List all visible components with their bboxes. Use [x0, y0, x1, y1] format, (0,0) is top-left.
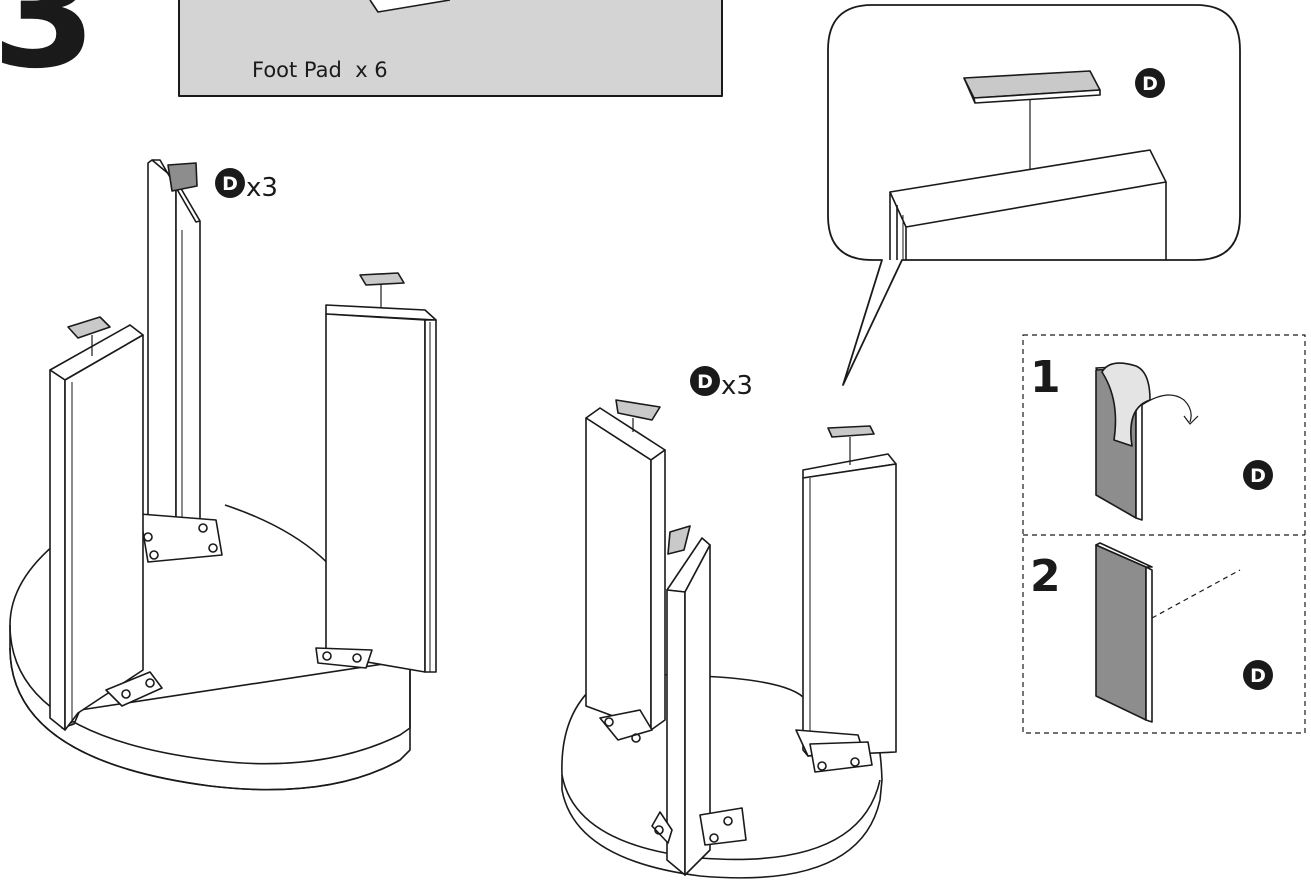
parts-box: Foot Pad x 6 [178, 0, 723, 97]
right-front-leg [651, 525, 747, 876]
left-front-leg [49, 316, 163, 731]
left-badge-letter: D [222, 173, 238, 195]
right-back-left-leg [585, 399, 666, 743]
detail-badge-d [1135, 68, 1165, 98]
detail-callout: D [827, 4, 1241, 386]
left-table-assembly: D x3 [9, 159, 437, 791]
detail-badge-letter: D [1142, 73, 1158, 95]
right-table-assembly: D x3 [561, 366, 897, 879]
peel-step-2-badge-letter: D [1250, 665, 1266, 687]
left-quantity-label: x3 [246, 173, 278, 203]
peel-step-2-pad [1095, 542, 1241, 723]
left-badge-d [215, 168, 245, 198]
right-quantity-label: x3 [721, 371, 753, 401]
peel-step-1-pad [1095, 362, 1199, 521]
detail-foot-pad [963, 70, 1101, 104]
peel-step-2-badge [1243, 660, 1273, 690]
peel-instructions-panel: 1 D 2 D [1022, 334, 1306, 734]
left-back-leg [139, 159, 223, 563]
step-number: 3 [0, 0, 96, 102]
peel-step-1-number: 1 [1030, 352, 1061, 403]
detail-leg-top [889, 149, 1167, 260]
parts-box-label: Foot Pad x 6 [252, 58, 388, 82]
left-round-base [9, 499, 411, 791]
right-badge-letter: D [697, 371, 713, 393]
right-back-right-leg [795, 425, 897, 773]
peel-step-1-badge [1243, 460, 1273, 490]
left-right-leg [315, 272, 437, 673]
peel-step-2-number: 2 [1030, 551, 1061, 602]
peel-step-1-badge-letter: D [1250, 465, 1266, 487]
right-badge-d [690, 366, 720, 396]
